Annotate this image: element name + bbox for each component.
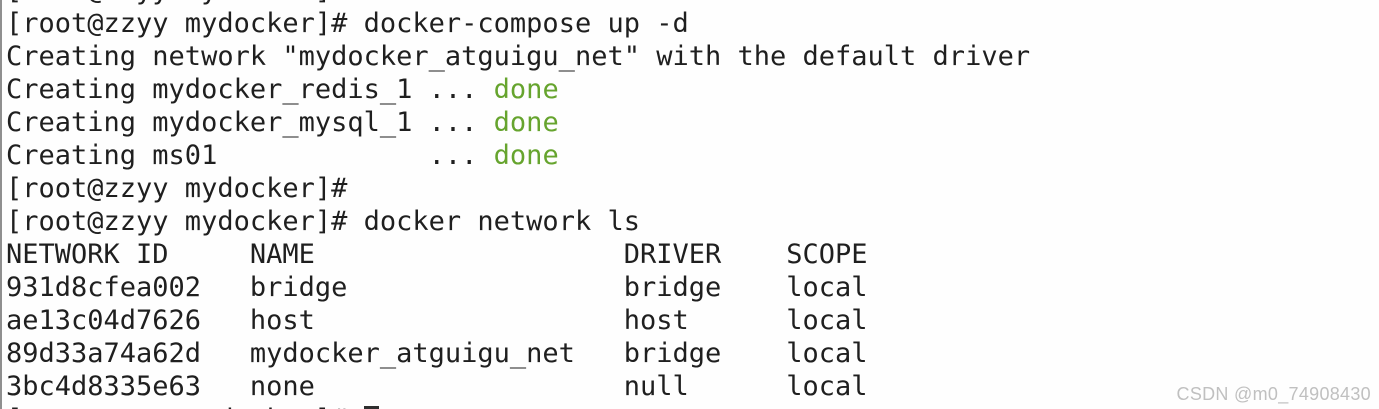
status-done: done [493, 107, 559, 138]
prompt: [root@zzyy mydocker]# [6, 404, 364, 409]
prompt: [root@zzyy mydocker]# [6, 206, 364, 237]
command-line-docker-compose-up: [root@zzyy mydocker]# docker-compose up … [6, 7, 1379, 40]
prompt-line-empty: [root@zzyy mydocker]# [6, 172, 1379, 205]
network-table-header-row: NETWORK ID NAME DRIVER SCOPE [6, 238, 1379, 271]
output-line-creating-mysql: Creating mydocker_mysql_1 ... done [6, 106, 1379, 139]
status-done: done [493, 140, 559, 171]
network-table-cell: bridge [623, 272, 722, 303]
command-line-docker-network-ls: [root@zzyy mydocker]# docker network ls [6, 205, 1379, 238]
network-table-row: 931d8cfea002 bridge bridge local [6, 271, 1379, 304]
network-table-cell: mydocker_atguigu_net [249, 338, 575, 369]
network-table-cell: bridge [249, 272, 348, 303]
network-table-cell: host [623, 305, 689, 336]
network-table-cell: host [249, 305, 315, 336]
network-table-row: ae13c04d7626 host host local [6, 304, 1379, 337]
prompt: [root@zzyy mydocker]# [6, 8, 364, 39]
network-table-row: 89d33a74a62d mydocker_atguigu_net bridge lo… [6, 337, 1379, 370]
network-table-header-cell: SCOPE [786, 239, 868, 270]
network-table-header-cell: NAME [249, 239, 315, 270]
prompt-line-partial-bottom: [root@zzyy mydocker]# [6, 403, 1379, 409]
output-line-creating-redis: Creating mydocker_redis_1 ... done [6, 73, 1379, 106]
status-done: done [493, 74, 559, 105]
text-cursor [363, 406, 379, 409]
output-line-creating-ms01: Creating ms01 ... done [6, 139, 1379, 172]
network-table-cell: local [786, 305, 868, 336]
network-table-cell: local [786, 371, 868, 402]
network-table-cell: local [786, 338, 868, 369]
output-text: Creating mydocker_redis_1 ... [6, 74, 494, 105]
output-text: Creating mydocker_mysql_1 ... [6, 107, 494, 138]
terminal-output: [root@zzyy mydocker]#[root@zzyy mydocker… [6, 0, 1379, 409]
network-table-cell: local [786, 272, 868, 303]
output-text: Creating network "mydocker_atguigu_net" … [6, 41, 1031, 72]
output-text: Creating ms01 ... [6, 140, 494, 171]
network-table-cell: 3bc4d8335e63 [6, 371, 202, 402]
network-table-cell: 931d8cfea002 [6, 272, 202, 303]
network-table-cell: bridge [623, 338, 722, 369]
command: docker network ls [363, 206, 640, 237]
output-line-creating-network: Creating network "mydocker_atguigu_net" … [6, 40, 1379, 73]
prompt: [root@zzyy mydocker]# [6, 0, 347, 6]
command: docker-compose up -d [363, 8, 689, 39]
network-table-row: 3bc4d8335e63 none null local [6, 370, 1379, 403]
prompt-line-partial-top: [root@zzyy mydocker]# [6, 0, 1379, 7]
network-table-cell: 89d33a74a62d [6, 338, 202, 369]
network-table-header-cell: NETWORK ID [6, 239, 169, 270]
network-table-cell: ae13c04d7626 [6, 305, 202, 336]
prompt: [root@zzyy mydocker]# [6, 173, 348, 204]
network-table-cell: null [623, 371, 689, 402]
csdn-watermark: CSDN @m0_74908430 [1176, 384, 1371, 404]
network-table-cell: none [249, 371, 315, 402]
network-table-header-cell: DRIVER [623, 239, 722, 270]
